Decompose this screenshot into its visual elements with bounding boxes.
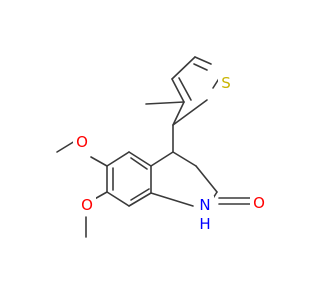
thiophene-ring bbox=[145, 56, 221, 153]
nitrogen-label: N bbox=[199, 196, 210, 214]
nitrogen-hydrogen-label: H bbox=[199, 215, 210, 233]
molecule-diagram: O O O S N H bbox=[56, 56, 268, 238]
carbonyl-oxygen-label: O bbox=[253, 194, 265, 212]
benzene-ring bbox=[106, 151, 152, 207]
structure-svg: O O O S N H bbox=[56, 56, 268, 238]
oxygen-label-upper: O bbox=[76, 133, 88, 151]
methoxy-bonds bbox=[56, 140, 108, 238]
oxygen-label-lower: O bbox=[81, 196, 93, 214]
sulfur-label: S bbox=[221, 74, 231, 92]
atom-labels: O O O S N H bbox=[73, 74, 268, 233]
